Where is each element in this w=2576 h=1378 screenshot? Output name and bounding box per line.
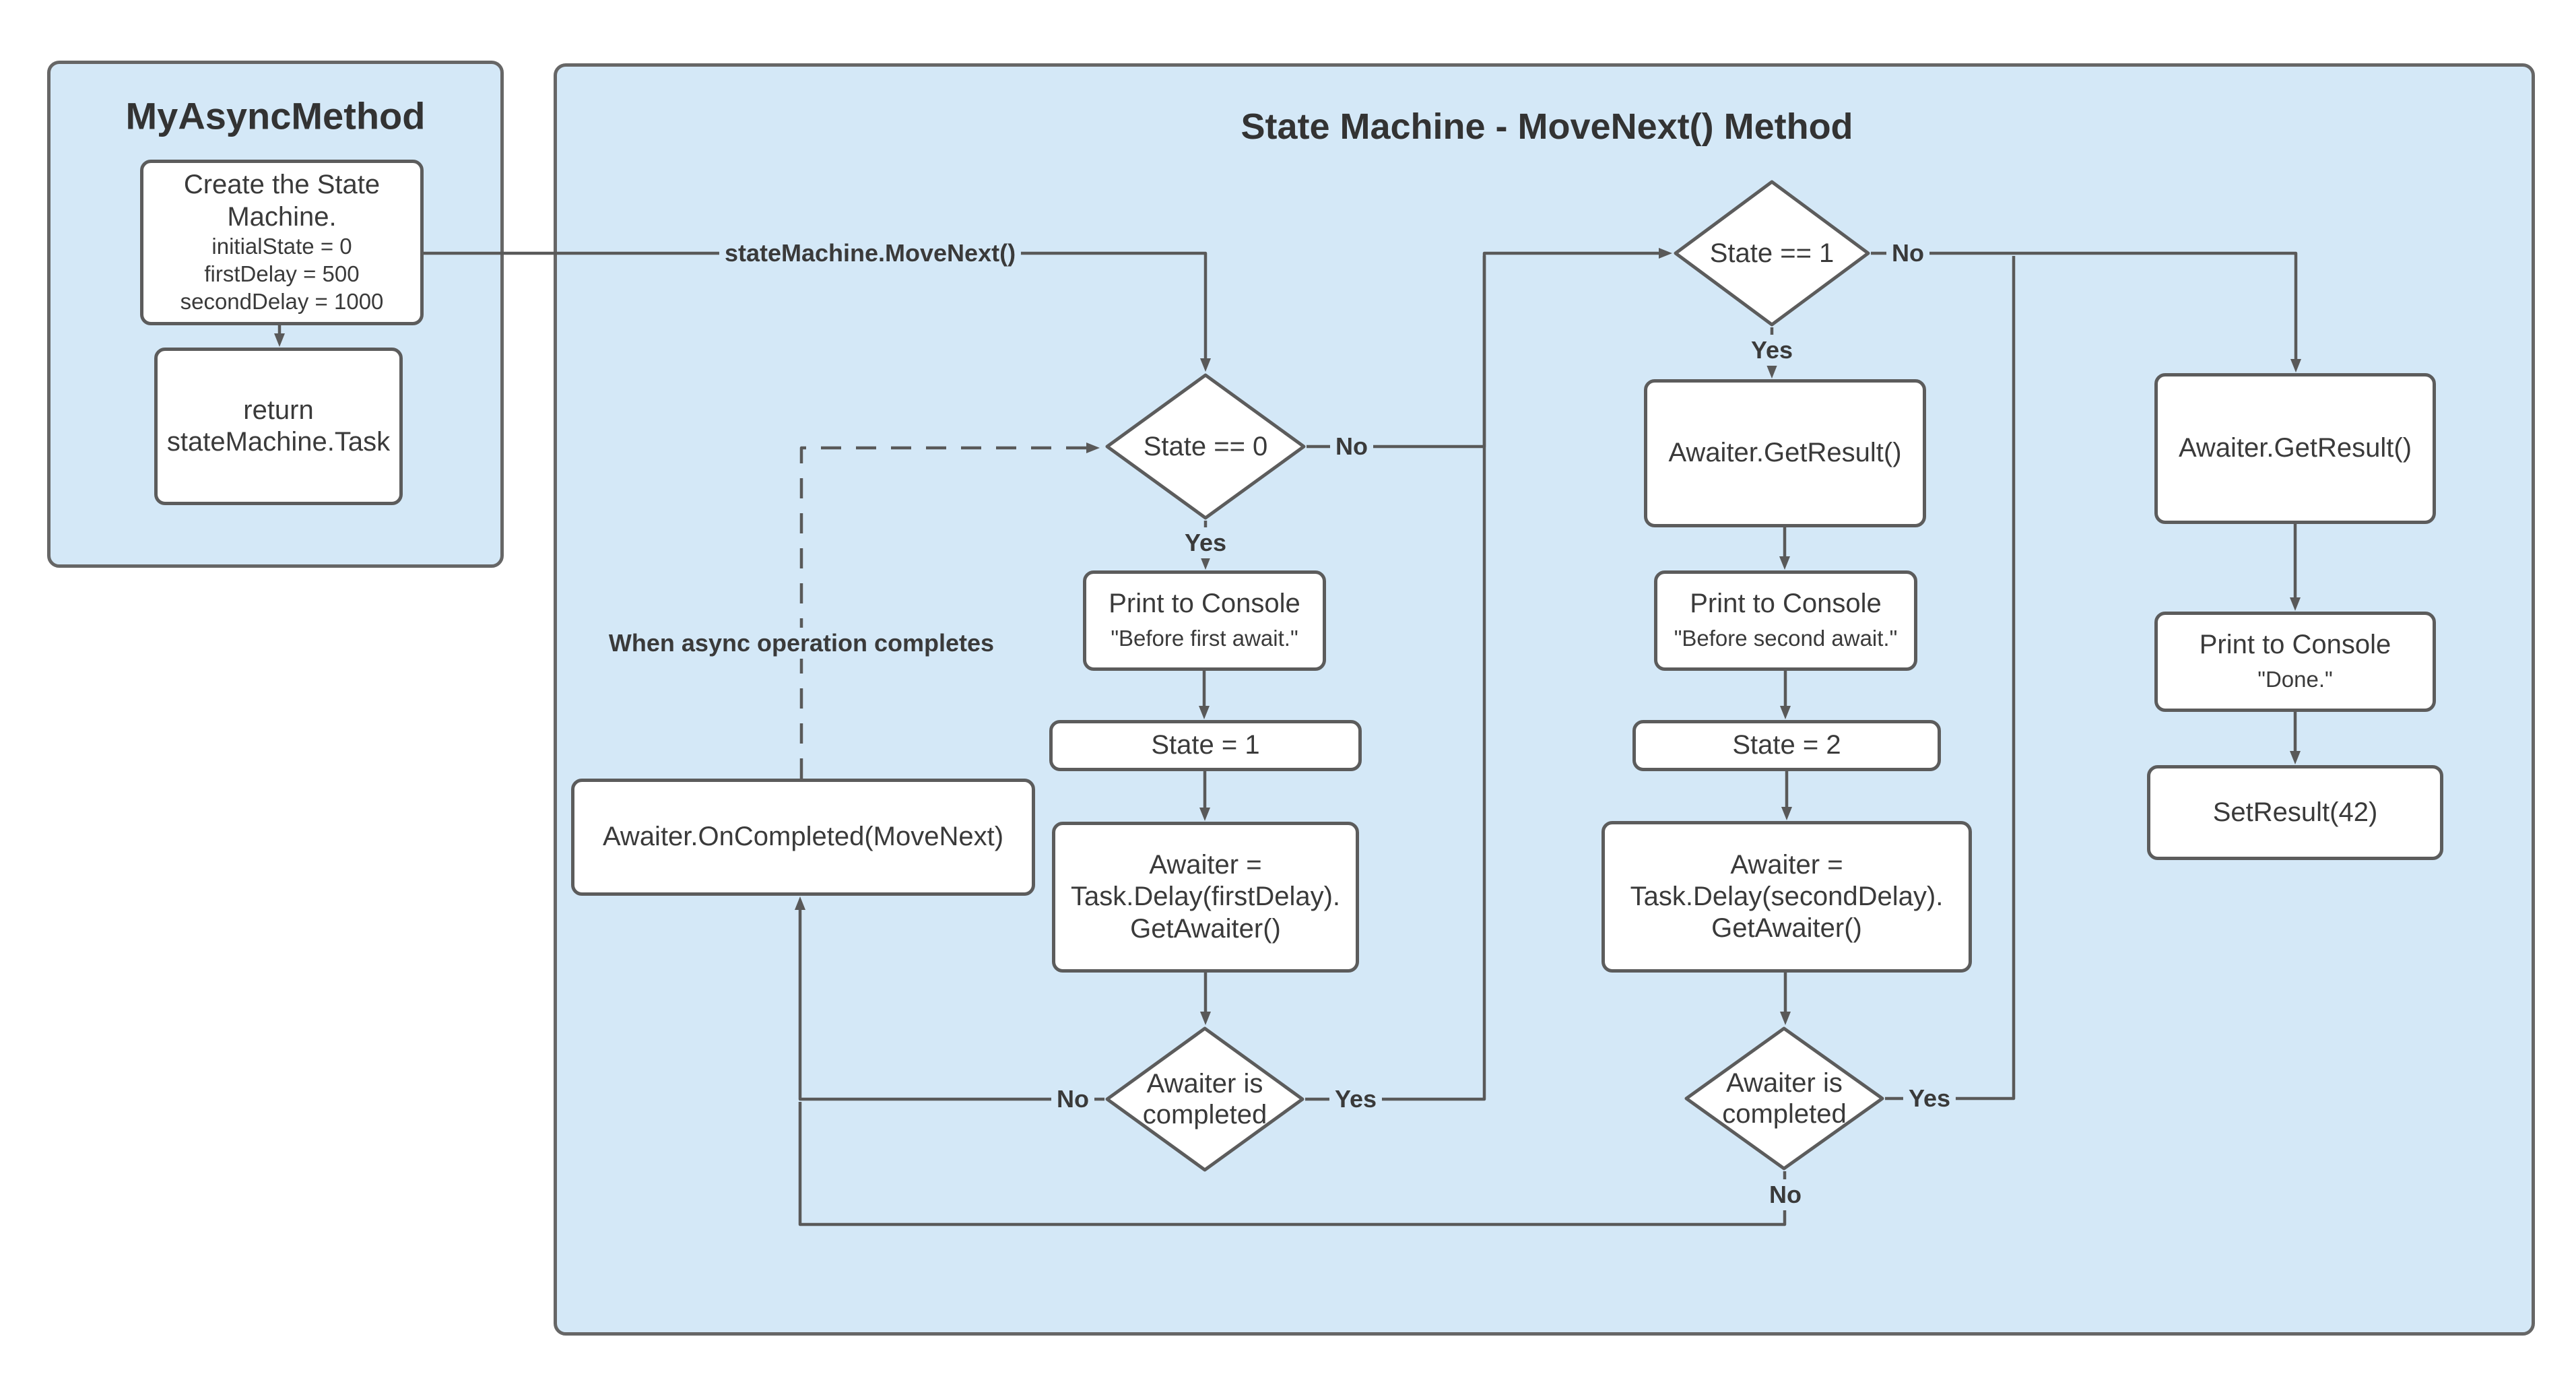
awaiter-completed-1-label: Awaiter is completed xyxy=(1142,1069,1267,1129)
create-state-machine-box: Create the State Machine. initialState =… xyxy=(140,160,424,325)
state-eq-0-decision: State == 0 xyxy=(1104,372,1307,521)
edge-label-completed1-yes: Yes xyxy=(1329,1084,1383,1115)
awaiter-completed-2-decision: Awaiter is completed xyxy=(1684,1026,1885,1171)
awaiter-completed-2-label: Awaiter is completed xyxy=(1722,1068,1847,1129)
awaiter-oncompleted-label: Awaiter.OnCompleted(MoveNext) xyxy=(602,822,1004,852)
awaiter-second-delay-box: Awaiter = Task.Delay(secondDelay). GetAw… xyxy=(1601,821,1972,973)
awaiter-getresult-right-box: Awaiter.GetResult() xyxy=(2154,373,2436,524)
awaiter-getresult-right-label: Awaiter.GetResult() xyxy=(2178,433,2412,463)
edge-label-completed2-no: No xyxy=(1764,1179,1807,1210)
set-state-1-label: State = 1 xyxy=(1151,730,1260,760)
edge-oncompleted-dashed-to-state0 xyxy=(799,442,1100,779)
edge-label-completed2-yes: Yes xyxy=(1903,1083,1956,1114)
set-state-1-box: State = 1 xyxy=(1049,720,1362,771)
awaiter-second-delay-label: Awaiter = Task.Delay(secondDelay). GetAw… xyxy=(1630,849,1944,944)
print2-title: Print to Console xyxy=(1690,589,1882,619)
state-machine-title: State Machine - MoveNext() Method xyxy=(1241,106,1853,147)
create-box-detail-second-delay: secondDelay = 1000 xyxy=(180,288,384,314)
print3-title: Print to Console xyxy=(2199,630,2391,660)
awaiter-getresult-mid-box: Awaiter.GetResult() xyxy=(1644,379,1926,527)
print-done-box: Print to Console "Done." xyxy=(2154,612,2436,712)
create-box-detail-first-delay: firstDelay = 500 xyxy=(204,261,360,286)
edge-label-state0-yes: Yes xyxy=(1179,527,1232,558)
create-box-title: Create the State Machine. xyxy=(183,170,381,232)
state-eq-0-label: State == 0 xyxy=(1143,432,1268,461)
awaiter-oncompleted-box: Awaiter.OnCompleted(MoveNext) xyxy=(571,779,1035,896)
edge-movenext-to-state0 xyxy=(424,251,1211,372)
awaiter-first-delay-label: Awaiter = Task.Delay(firstDelay). GetAwa… xyxy=(1070,850,1341,944)
awaiter-completed-1-decision: Awaiter is completed xyxy=(1104,1026,1305,1173)
create-box-detail-initial-state: initialState = 0 xyxy=(211,233,352,259)
setresult-label: SetResult(42) xyxy=(2212,797,2378,827)
edge-label-movenext: stateMachine.MoveNext() xyxy=(719,238,1022,269)
edge-label-state1-no: No xyxy=(1886,238,1929,269)
awaiter-first-delay-box: Awaiter = Task.Delay(firstDelay). GetAwa… xyxy=(1052,822,1359,973)
edge-label-state1-yes: Yes xyxy=(1745,335,1799,366)
my-async-method-title: MyAsyncMethod xyxy=(125,94,426,137)
edge-completed1-yes-to-state1 xyxy=(1305,248,1672,1101)
setresult-box: SetResult(42) xyxy=(2147,765,2443,860)
awaiter-getresult-mid-label: Awaiter.GetResult() xyxy=(1668,438,1902,468)
set-state-2-label: State = 2 xyxy=(1732,730,1841,760)
return-box-label: return stateMachine.Task xyxy=(166,395,391,457)
print-before-second-await-box: Print to Console "Before second await." xyxy=(1654,570,1917,671)
set-state-2-box: State = 2 xyxy=(1632,720,1941,771)
edge-completed1-no-to-oncompleted xyxy=(795,896,1104,1101)
print1-title: Print to Console xyxy=(1109,589,1300,619)
state-eq-1-decision: State == 1 xyxy=(1673,179,1871,327)
print1-message: "Before first await." xyxy=(1111,625,1298,651)
print2-message: "Before second await." xyxy=(1674,625,1898,651)
edge-state0-no xyxy=(1307,256,1486,449)
edge-state1-no-to-getresult-right xyxy=(1871,251,2301,372)
state-eq-1-label: State == 1 xyxy=(1709,238,1835,268)
edge-label-when-async-completes: When async operation completes xyxy=(603,628,1000,659)
return-statemachine-task-box: return stateMachine.Task xyxy=(154,348,403,505)
print3-message: "Done." xyxy=(2257,666,2333,692)
edge-label-completed1-no: No xyxy=(1051,1084,1094,1115)
print-before-first-await-box: Print to Console "Before first await." xyxy=(1083,570,1326,671)
edge-label-state0-no: No xyxy=(1330,431,1373,462)
